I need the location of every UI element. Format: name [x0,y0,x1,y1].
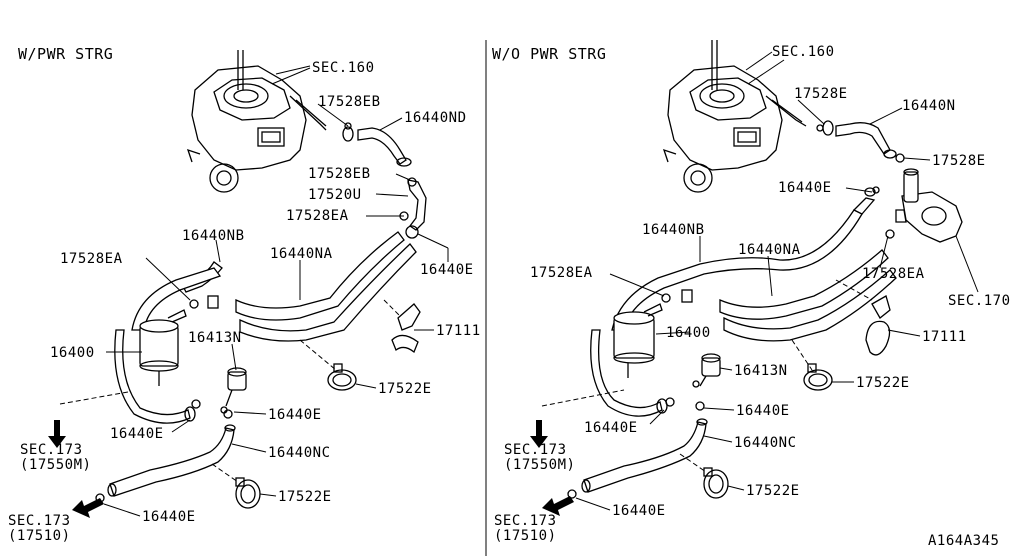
throttle-body-assembly [186,50,327,193]
label-16413n: 16413N [188,330,242,346]
label-sec160: SEC.160 [772,44,835,60]
label-17528e-top: 17528E [794,86,848,102]
label-sec173-upper-ref: (17550M) [504,457,575,473]
label-16440e-right: 16440E [778,180,832,196]
hose-16440n [822,120,897,159]
damper-16413n [692,353,721,388]
label-16440nc: 16440NC [734,435,797,451]
label-16440e-loop: 16440E [110,426,164,442]
label-17111: 17111 [922,329,967,345]
label-16440nb: 16440NB [182,228,245,244]
panel-header: W/O PWR STRG [492,45,606,63]
label-sec173-lower-ref: (17510) [494,528,557,544]
label-sec173-lower-ref: (17510) [8,528,71,544]
panel-without-power-steering: W/O PWR STRG [492,40,1011,544]
panel-with-power-steering: W/PWR STRG [8,45,481,544]
clips-right [661,124,905,411]
clamp-17522e-upper [803,363,833,391]
label-16413n: 16413N [734,363,788,379]
label-16440nc: 16440NC [268,445,331,461]
label-17520u: 17520U [308,187,362,203]
damper-16413n [220,367,247,414]
clamp-17522e-upper [327,363,357,391]
label-16440e-bottom: 16440E [612,503,666,519]
label-16440e-right: 16440E [420,262,474,278]
arrow-sec173-down [530,420,548,448]
hose-16440nc [581,418,708,493]
label-16440e-loop: 16440E [584,420,638,436]
leader-lines-right [541,51,979,511]
label-17528e-mid: 17528E [932,153,986,169]
label-16440e-mid: 16440E [268,407,322,423]
arrow-sec173-down [48,420,66,448]
label-16440nb: 16440NB [642,222,705,238]
label-16440e-mid: 16440E [736,403,790,419]
label-17522e-lower: 17522E [746,483,800,499]
label-17522e-lower: 17522E [278,489,332,505]
leader-lines-left [59,65,449,517]
label-16440n: 16440N [902,98,956,114]
label-sec170: SEC.170 [948,293,1011,309]
bracket-17111 [391,303,421,354]
label-17111: 17111 [436,323,481,339]
label-17528eb-top: 17528EB [318,94,381,110]
label-sec173-upper: SEC.173 [504,442,567,458]
arrow-sec173-left [72,493,105,518]
hose-16440na [235,231,417,342]
label-16400: 16400 [666,325,711,341]
label-sec173-lower: SEC.173 [494,513,557,529]
label-16400: 16400 [50,345,95,361]
throttle-body-assembly [662,40,807,193]
label-sec173-upper: SEC.173 [20,442,83,458]
label-17528ea-top: 17528EA [286,208,349,224]
label-16440na: 16440NA [270,246,333,262]
diagram-id: A164A345 [928,533,999,549]
bracket-17111 [865,295,891,356]
hose-16440e-loop [114,329,196,424]
panel-header: W/PWR STRG [18,45,113,63]
hose-16440nd [342,126,412,167]
hose-16440nb [611,187,876,331]
clips-left [189,122,409,419]
label-17522e-upper: 17522E [378,381,432,397]
clamp-17522e-lower [235,477,261,509]
label-17528ea-left: 17528EA [60,251,123,267]
label-17522e-upper: 17522E [856,375,910,391]
tube-17520u [405,177,427,239]
label-sec173-lower: SEC.173 [8,513,71,529]
clamp-17522e-lower [703,467,729,499]
hose-16440nb [131,261,223,331]
label-17528ea-right: 17528EA [862,266,925,282]
hose-16440e-loop [590,329,668,417]
label-16440na: 16440NA [738,242,801,258]
hose-16440na [719,249,897,342]
valve-sec170 [895,168,963,243]
fuel-filter-16400 [139,309,187,386]
label-16440e-bottom: 16440E [142,509,196,525]
fuel-filter-16400 [613,303,663,378]
arrow-sec173-left [542,489,577,516]
label-sec160: SEC.160 [312,60,375,76]
label-16440nd: 16440ND [404,110,467,126]
label-17528ea-left: 17528EA [530,265,593,281]
label-sec173-upper-ref: (17550M) [20,457,91,473]
label-17528eb-mid: 17528EB [308,166,371,182]
hose-16440nc [107,424,236,497]
